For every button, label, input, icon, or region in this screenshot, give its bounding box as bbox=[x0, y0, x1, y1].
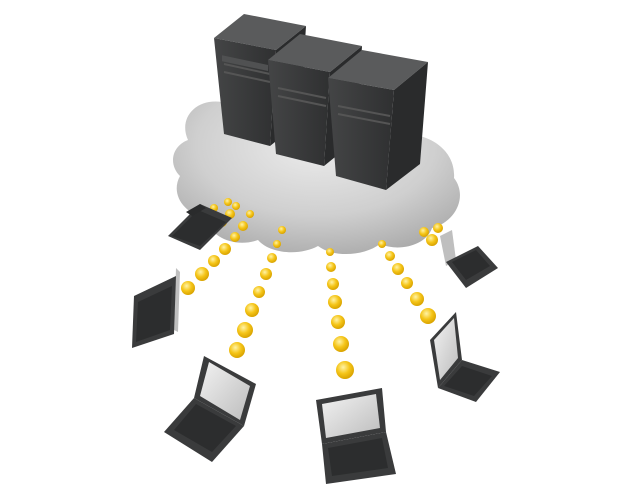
dotted-link-6 bbox=[419, 223, 443, 246]
dotted-link-5 bbox=[378, 240, 436, 324]
dotted-link-2 bbox=[181, 210, 254, 295]
server-tower-icon bbox=[328, 50, 428, 190]
dotted-link-4 bbox=[326, 248, 354, 379]
dotted-link-3 bbox=[229, 226, 286, 358]
laptop-icon bbox=[430, 312, 500, 402]
laptop-icon bbox=[440, 230, 498, 288]
laptop-icon bbox=[132, 268, 180, 348]
laptop-icon bbox=[316, 388, 396, 484]
laptop-icon bbox=[168, 204, 232, 250]
laptop-icon bbox=[164, 356, 256, 462]
